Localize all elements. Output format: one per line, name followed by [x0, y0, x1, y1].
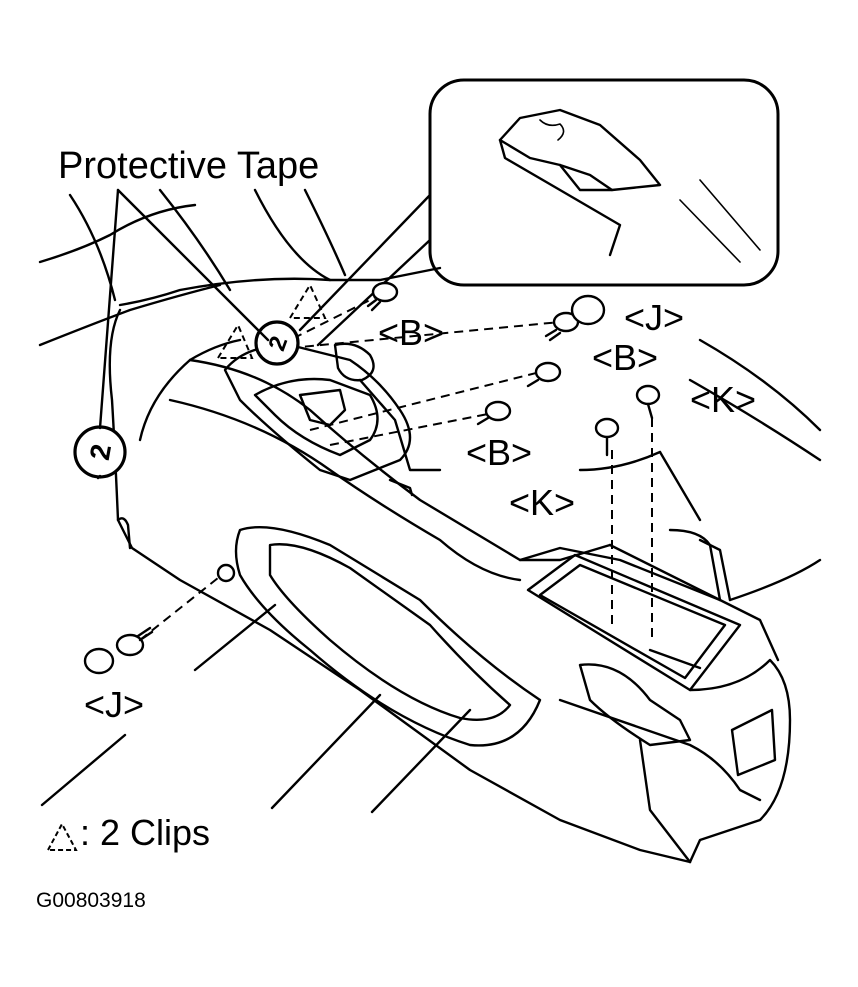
callout-j-2: <J> — [84, 684, 144, 725]
bolt-icon — [115, 626, 154, 657]
callout-k-1: <K> — [690, 379, 756, 420]
cap-icon — [570, 294, 606, 326]
callout-k-2: <K> — [509, 482, 575, 523]
callout-b-3: <B> — [466, 432, 532, 473]
screw-icon — [635, 384, 661, 420]
clip-legend: : 2 Clips — [46, 812, 210, 853]
clip-legend-text: : 2 Clips — [80, 812, 210, 853]
vehicle-body-lines — [38, 188, 822, 602]
leader-lines — [40, 188, 472, 814]
clip-triangle-icon — [46, 821, 78, 851]
center-console — [108, 308, 792, 864]
bolt-icon — [476, 400, 512, 426]
bolt-icon — [366, 281, 399, 312]
protective-tape-label: Protective Tape — [58, 145, 319, 187]
callout-b-1: <B> — [378, 312, 444, 353]
detail-inset — [298, 78, 780, 347]
dashed-assembly-lines — [139, 294, 653, 641]
svg-text:2: 2 — [84, 442, 117, 463]
clip-triangle-icon — [216, 322, 254, 359]
screw-icon — [594, 417, 620, 457]
callout-j-1: <J> — [624, 297, 684, 338]
numbered-circle-icon: 2 — [73, 425, 127, 479]
bolt-icon — [526, 361, 562, 388]
figure-id: G00803918 — [36, 889, 146, 912]
callout-b-2: <B> — [592, 337, 658, 378]
clip-triangle-icon — [288, 282, 327, 319]
cap-icon — [83, 647, 115, 675]
numbered-circle-icon: 2 — [254, 320, 300, 366]
